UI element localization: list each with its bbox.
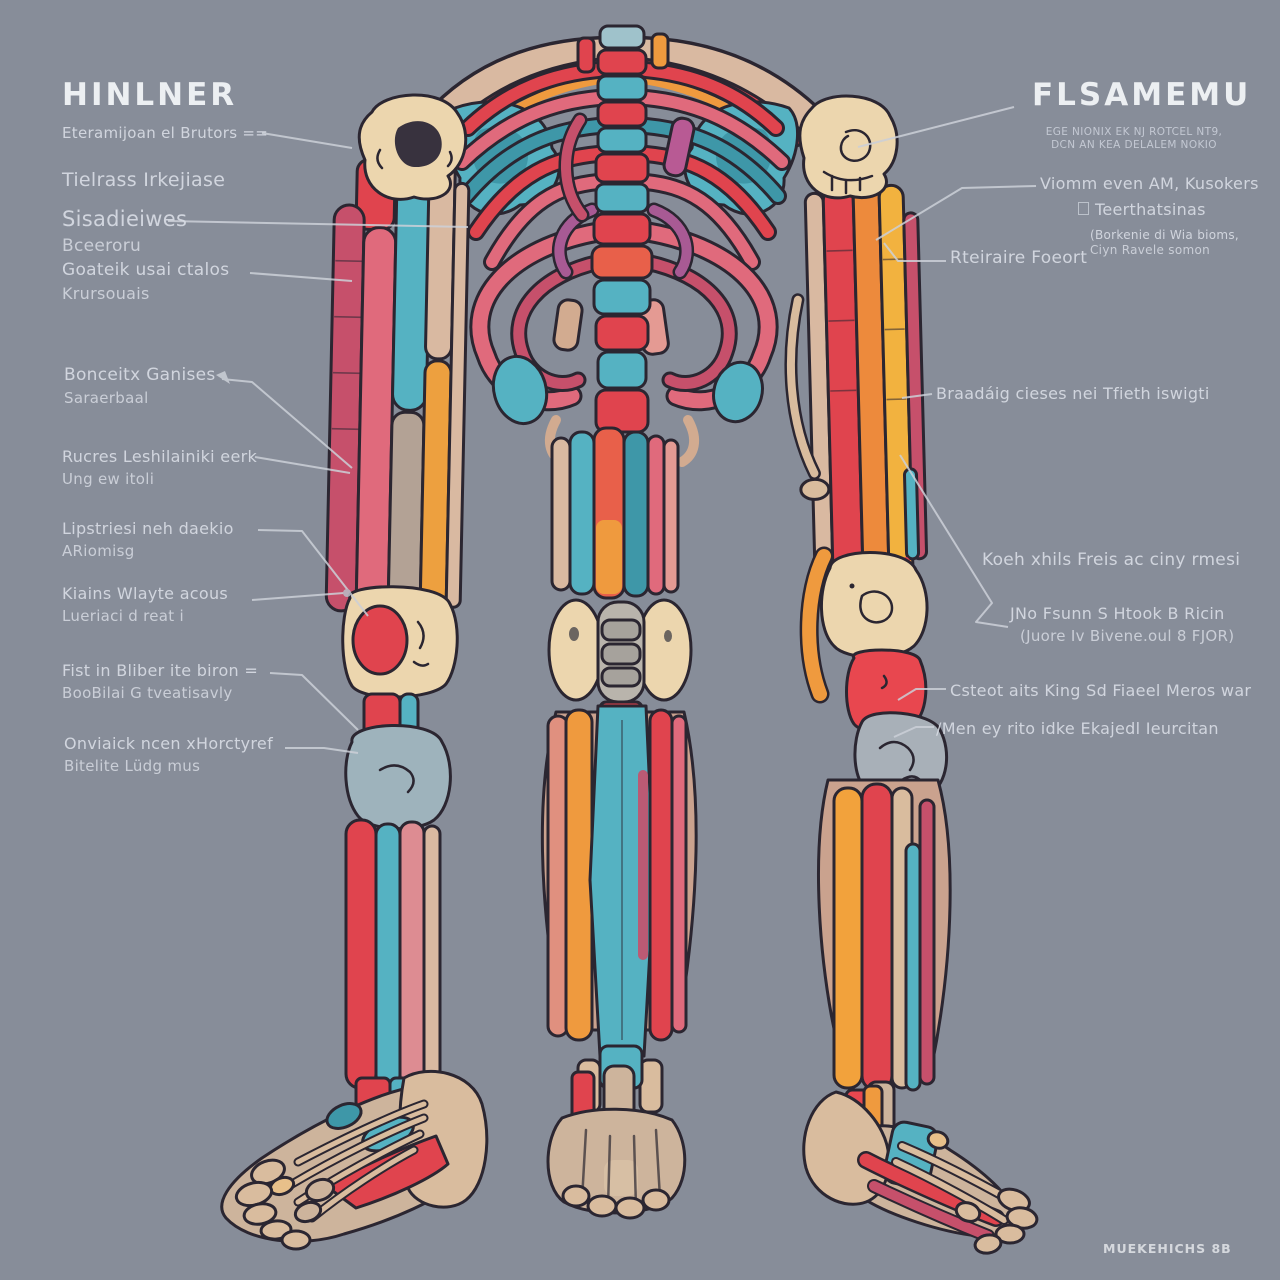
middle-limb-illustration bbox=[540, 426, 698, 1220]
small-square-icon bbox=[1078, 202, 1089, 215]
right-label-8: Csteot aits King Sd Fiaeel Meros war bbox=[950, 681, 1252, 700]
right-label-5: Braadáig cieses nei Tfieth iswigti bbox=[936, 384, 1210, 403]
right-lower-leg-illustration bbox=[817, 778, 952, 1092]
left-foot-illustration bbox=[220, 1069, 489, 1251]
right-knee-joint-illustration bbox=[799, 546, 949, 801]
left-label-9: Fist in Bliber ite biron =BooBilai G tve… bbox=[62, 661, 259, 702]
right-label-9: /Men ey rito idke Ekajedl Ieurcitan bbox=[936, 719, 1219, 738]
right-label-3: (Borkenie di Wia bioms,Ciyn Ravele somon bbox=[1090, 228, 1240, 257]
left-shoulder-joint-illustration bbox=[357, 93, 468, 201]
left-knee-joint-illustration bbox=[341, 585, 459, 831]
watermark: MUEKEHICHS 8B bbox=[1103, 1241, 1232, 1256]
ribcage-and-spine-illustration bbox=[419, 24, 828, 467]
left-limb-illustration bbox=[324, 151, 471, 615]
leader-lines bbox=[167, 106, 1037, 754]
left-lower-leg-illustration bbox=[344, 818, 442, 1110]
right-label-6: Koeh xhils Freis ac ciny rmesi bbox=[982, 550, 1241, 570]
right-shoulder-joint-illustration bbox=[798, 94, 899, 200]
right-label-4: Rteiraire Foeort bbox=[950, 248, 1088, 268]
right-limb-illustration bbox=[784, 167, 929, 579]
left-label-1: Eteramijoan el Brutors == bbox=[62, 124, 269, 142]
right-title: FLSAMEMU bbox=[1032, 77, 1252, 113]
right-label-7: JNo Fsunn S Htook B Ricin(Juore Iv Biven… bbox=[1010, 604, 1235, 645]
left-title: HINLNER bbox=[62, 77, 238, 113]
right-subtitle: EGE NIONIX EK NJ ROTCEL NT9, DCN AN KEA … bbox=[1045, 126, 1223, 151]
right-foot-illustration bbox=[802, 1080, 1039, 1255]
right-label-2: Teerthatsinas bbox=[1078, 200, 1206, 220]
left-label-2: Tielrass Irkejiase bbox=[62, 169, 226, 191]
right-label-1: Viomm even AM, Kusokers bbox=[1040, 174, 1259, 193]
